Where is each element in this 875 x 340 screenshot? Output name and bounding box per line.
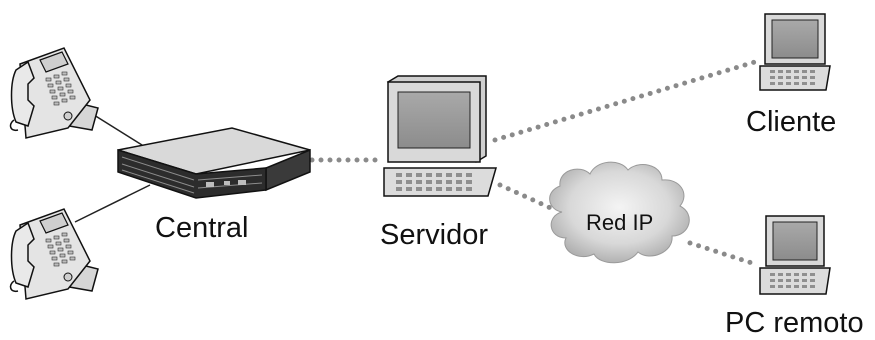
link-phone-bottom-central — [74, 184, 151, 223]
link-servidor-red-ip — [497, 182, 558, 213]
connections — [74, 59, 761, 268]
label-cliente: Cliente — [746, 106, 836, 138]
label-pc-remoto: PC remoto — [725, 307, 864, 339]
desktop-computer-icon — [383, 75, 497, 197]
label-servidor: Servidor — [380, 219, 488, 251]
cloud-icon — [549, 161, 690, 264]
laptop-icon — [759, 215, 831, 295]
label-red-ip: Red IP — [586, 210, 653, 235]
label-central: Central — [155, 212, 249, 244]
telephone-icon — [9, 47, 99, 139]
link-servidor-cliente — [492, 59, 758, 143]
telephone-icon — [9, 208, 99, 300]
link-red-ip-pc-remoto — [687, 240, 761, 268]
laptop-icon — [759, 13, 831, 91]
pbx-icon — [117, 127, 311, 199]
